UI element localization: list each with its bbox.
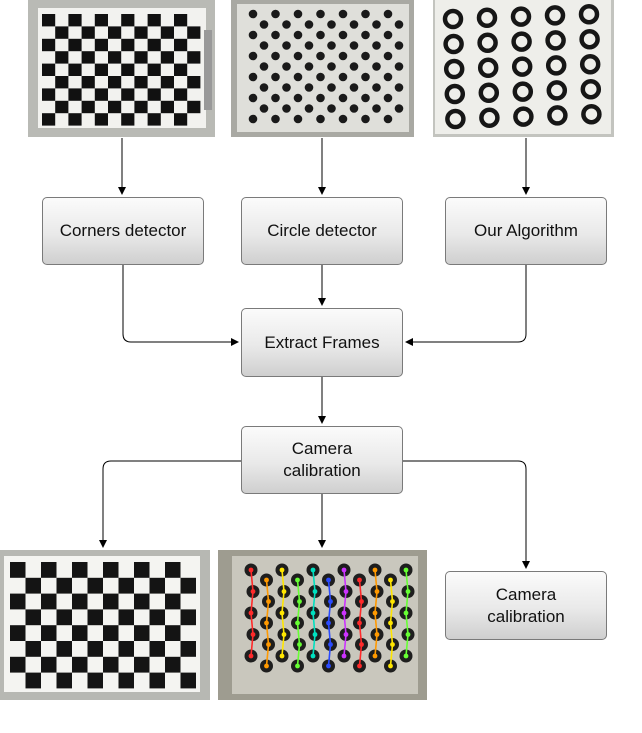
corners-detector-label: Corners detector bbox=[59, 221, 187, 240]
circle-detector-label: Circle detector bbox=[267, 221, 377, 240]
arrow-calibration-to-checkerboard bbox=[99, 460, 241, 548]
checkerboard-output-image bbox=[0, 550, 210, 700]
circle-detector-node: Circle detector bbox=[241, 197, 403, 265]
camera-calibration-node: Camera calibration bbox=[241, 426, 403, 494]
ring-grid-input-image bbox=[433, 0, 614, 137]
checkerboard-input-image bbox=[28, 0, 215, 137]
our-algorithm-label: Our Algorithm bbox=[474, 221, 578, 240]
dot-grid-output-image bbox=[218, 550, 427, 700]
our-algorithm-node: Our Algorithm bbox=[445, 197, 607, 265]
camera-calibration-label: Camera calibration bbox=[283, 439, 361, 480]
arrow-corners-to-extract bbox=[122, 265, 239, 346]
camera-calibration-output-label: Camera calibration bbox=[487, 584, 565, 626]
extract-frames-node: Extract Frames bbox=[241, 308, 403, 377]
arrow-algorithm-to-extract bbox=[405, 265, 527, 346]
extract-frames-label: Extract Frames bbox=[264, 332, 380, 352]
camera-calibration-output-node: Camera calibration bbox=[445, 571, 607, 640]
corners-detector-node: Corners detector bbox=[42, 197, 204, 265]
dot-grid-input-image bbox=[231, 0, 414, 137]
